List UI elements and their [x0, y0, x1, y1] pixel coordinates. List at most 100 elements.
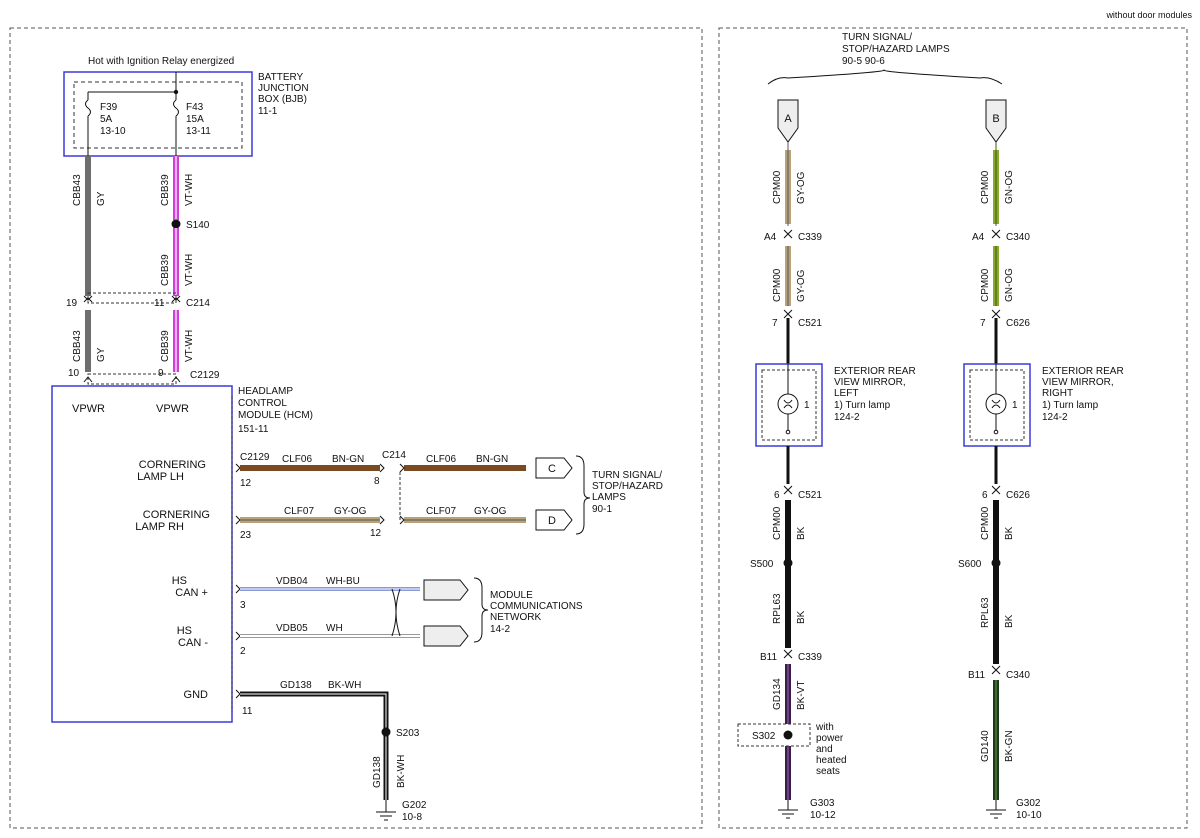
- mcn-label-2: COMMUNICATIONS: [490, 601, 583, 612]
- ground-g202-icon: [376, 800, 396, 821]
- lh-circuit-1: CLF06: [282, 454, 312, 465]
- b-c3-pin: 6: [982, 490, 988, 501]
- a-opt-note-1: with: [815, 722, 834, 733]
- splice-s302: [783, 730, 793, 740]
- hcm-output-hscan-minus-1: HS: [177, 625, 192, 637]
- fuse-f39-ref: 13-10: [100, 126, 126, 137]
- a-ground-ref: 10-12: [810, 810, 836, 821]
- a-opt-note-2: power: [816, 733, 844, 744]
- wire-label-cbb43-upper: CBB43: [72, 174, 83, 206]
- a-w3-color: BK: [796, 526, 807, 540]
- lamp-icon: [777, 393, 799, 415]
- b-mirror-pin: 1: [1012, 400, 1018, 411]
- optional-splice-box: [737, 723, 811, 747]
- tab-b: [985, 99, 1007, 143]
- wire-label-cbb39-upper: CBB39: [160, 174, 171, 206]
- can-lo-tab: [423, 625, 469, 647]
- c2129-label-top: C2129: [190, 370, 220, 381]
- page-note: without door modules: [1105, 10, 1192, 20]
- mcn-ref: 14-2: [490, 624, 510, 635]
- right-refs: 90-5 90-6: [842, 56, 885, 67]
- b-w1-circuit: CPM00: [980, 170, 991, 204]
- a-w5-color: BK-VT: [796, 681, 807, 710]
- feed-label: Hot with Ignition Relay energized: [88, 56, 234, 67]
- gnd-drop-circuit: GD138: [372, 756, 383, 788]
- hcm-output-gnd: GND: [184, 689, 209, 701]
- tab-a: [777, 99, 799, 143]
- b-c2-name: C626: [1006, 318, 1030, 329]
- a-c3-pin: 6: [774, 490, 780, 501]
- wire-color-cbb39-upper: VT-WH: [184, 174, 195, 206]
- a-opt-note-4: heated: [816, 755, 847, 766]
- connector-c214-top: [83, 292, 181, 304]
- a-c3-name: C521: [798, 490, 822, 501]
- battery-junction-box: [63, 71, 253, 157]
- wire-label-cbb43-lower: CBB43: [72, 330, 83, 362]
- can-hi-color: WH-BU: [326, 576, 360, 587]
- hcm-output-hscan-plus-2: CAN +: [175, 587, 208, 599]
- a-w1-color: GY-OG: [796, 171, 807, 204]
- a-mirror-ref: 124-2: [834, 412, 860, 423]
- dest-tab-d: [535, 509, 573, 531]
- a-w5-circuit: GD134: [772, 678, 783, 710]
- a-w2-color: GY-OG: [796, 269, 807, 302]
- rh-pin: 23: [240, 530, 252, 541]
- a-w2-circuit: CPM00: [772, 268, 783, 302]
- b-ground-ref: 10-10: [1016, 810, 1042, 821]
- gnd-circuit: GD138: [280, 680, 312, 691]
- right-title-2: STOP/HAZARD LAMPS: [842, 44, 950, 55]
- connector-c2129-top: [83, 373, 181, 385]
- wire-a-bk-2: [785, 566, 791, 648]
- wire-color-cbb43-upper: GY: [96, 191, 107, 206]
- headlamp-control-module: [51, 385, 233, 723]
- wire-color-cbb39-lower: VT-WH: [184, 330, 195, 362]
- a-c1-pin: A4: [764, 232, 777, 243]
- splice-s600: [991, 558, 1001, 568]
- b-w1-color: GN-OG: [1004, 170, 1015, 204]
- a-c2-pin: 7: [772, 318, 778, 329]
- lh-pin: 12: [240, 478, 252, 489]
- c214-label: C214: [186, 298, 210, 309]
- rh-circuit-1: CLF07: [284, 506, 314, 517]
- b-w2-color: GN-OG: [1004, 268, 1015, 302]
- wire-clf06-b: [404, 465, 526, 471]
- mcn-label-3: NETWORK: [490, 612, 541, 623]
- splice-s203: [381, 727, 391, 737]
- lh-circuit-2: CLF06: [426, 454, 456, 465]
- mcn-label-1: MODULE: [490, 590, 533, 601]
- a-c2-name: C521: [798, 318, 822, 329]
- bjb-title-2: JUNCTION: [258, 83, 309, 94]
- rh-c214-pin: 12: [370, 528, 382, 539]
- b-w5-color: BK-GN: [1004, 730, 1015, 762]
- rh-circuit-2: CLF07: [426, 506, 456, 517]
- a-w4-circuit: RPL63: [772, 593, 783, 624]
- hcm-output-cornering-rh-1: CORNERING: [143, 509, 210, 521]
- wire-b-bk-1: [993, 500, 999, 560]
- can-hi-circuit: VDB04: [276, 576, 308, 587]
- a-mirror-label-1: EXTERIOR REAR: [834, 366, 916, 377]
- hcm-pin-vpwr-1: VPWR: [72, 403, 105, 415]
- can-lo-pin: 2: [240, 646, 246, 657]
- b-w5-circuit: GD140: [980, 730, 991, 762]
- ground-g303-icon: [778, 800, 798, 819]
- splice-s500: [783, 558, 793, 568]
- turn-ref-2: STOP/HAZARD: [592, 481, 663, 492]
- lh-c214-pin: 8: [374, 476, 380, 487]
- a-opt-splice: S302: [752, 731, 776, 742]
- hcm-output-cornering-lh-1: CORNERING: [139, 459, 206, 471]
- lh-color-2: BN-GN: [476, 454, 508, 465]
- gnd-pin: 11: [242, 706, 253, 717]
- column-b: B CPM00 GN-OG A4 C340 CPM00 GN-OG 7 C626…: [958, 99, 1124, 821]
- turn-ref-3: LAMPS: [592, 492, 626, 503]
- splice-s140-label: S140: [186, 220, 210, 231]
- fuse-f43-rating: 15A: [186, 114, 204, 125]
- can-lo-circuit: VDB05: [276, 623, 308, 634]
- wire-label-cbb39-mid: CBB39: [160, 254, 171, 286]
- b-c2-pin: 7: [980, 318, 986, 329]
- hcm-title-2: CONTROL: [238, 398, 287, 409]
- b-splice: S600: [958, 559, 982, 570]
- right-title-1: TURN SIGNAL/: [842, 32, 912, 43]
- a-w4-color: BK: [796, 610, 807, 624]
- wire-label-cbb39-lower: CBB39: [160, 330, 171, 362]
